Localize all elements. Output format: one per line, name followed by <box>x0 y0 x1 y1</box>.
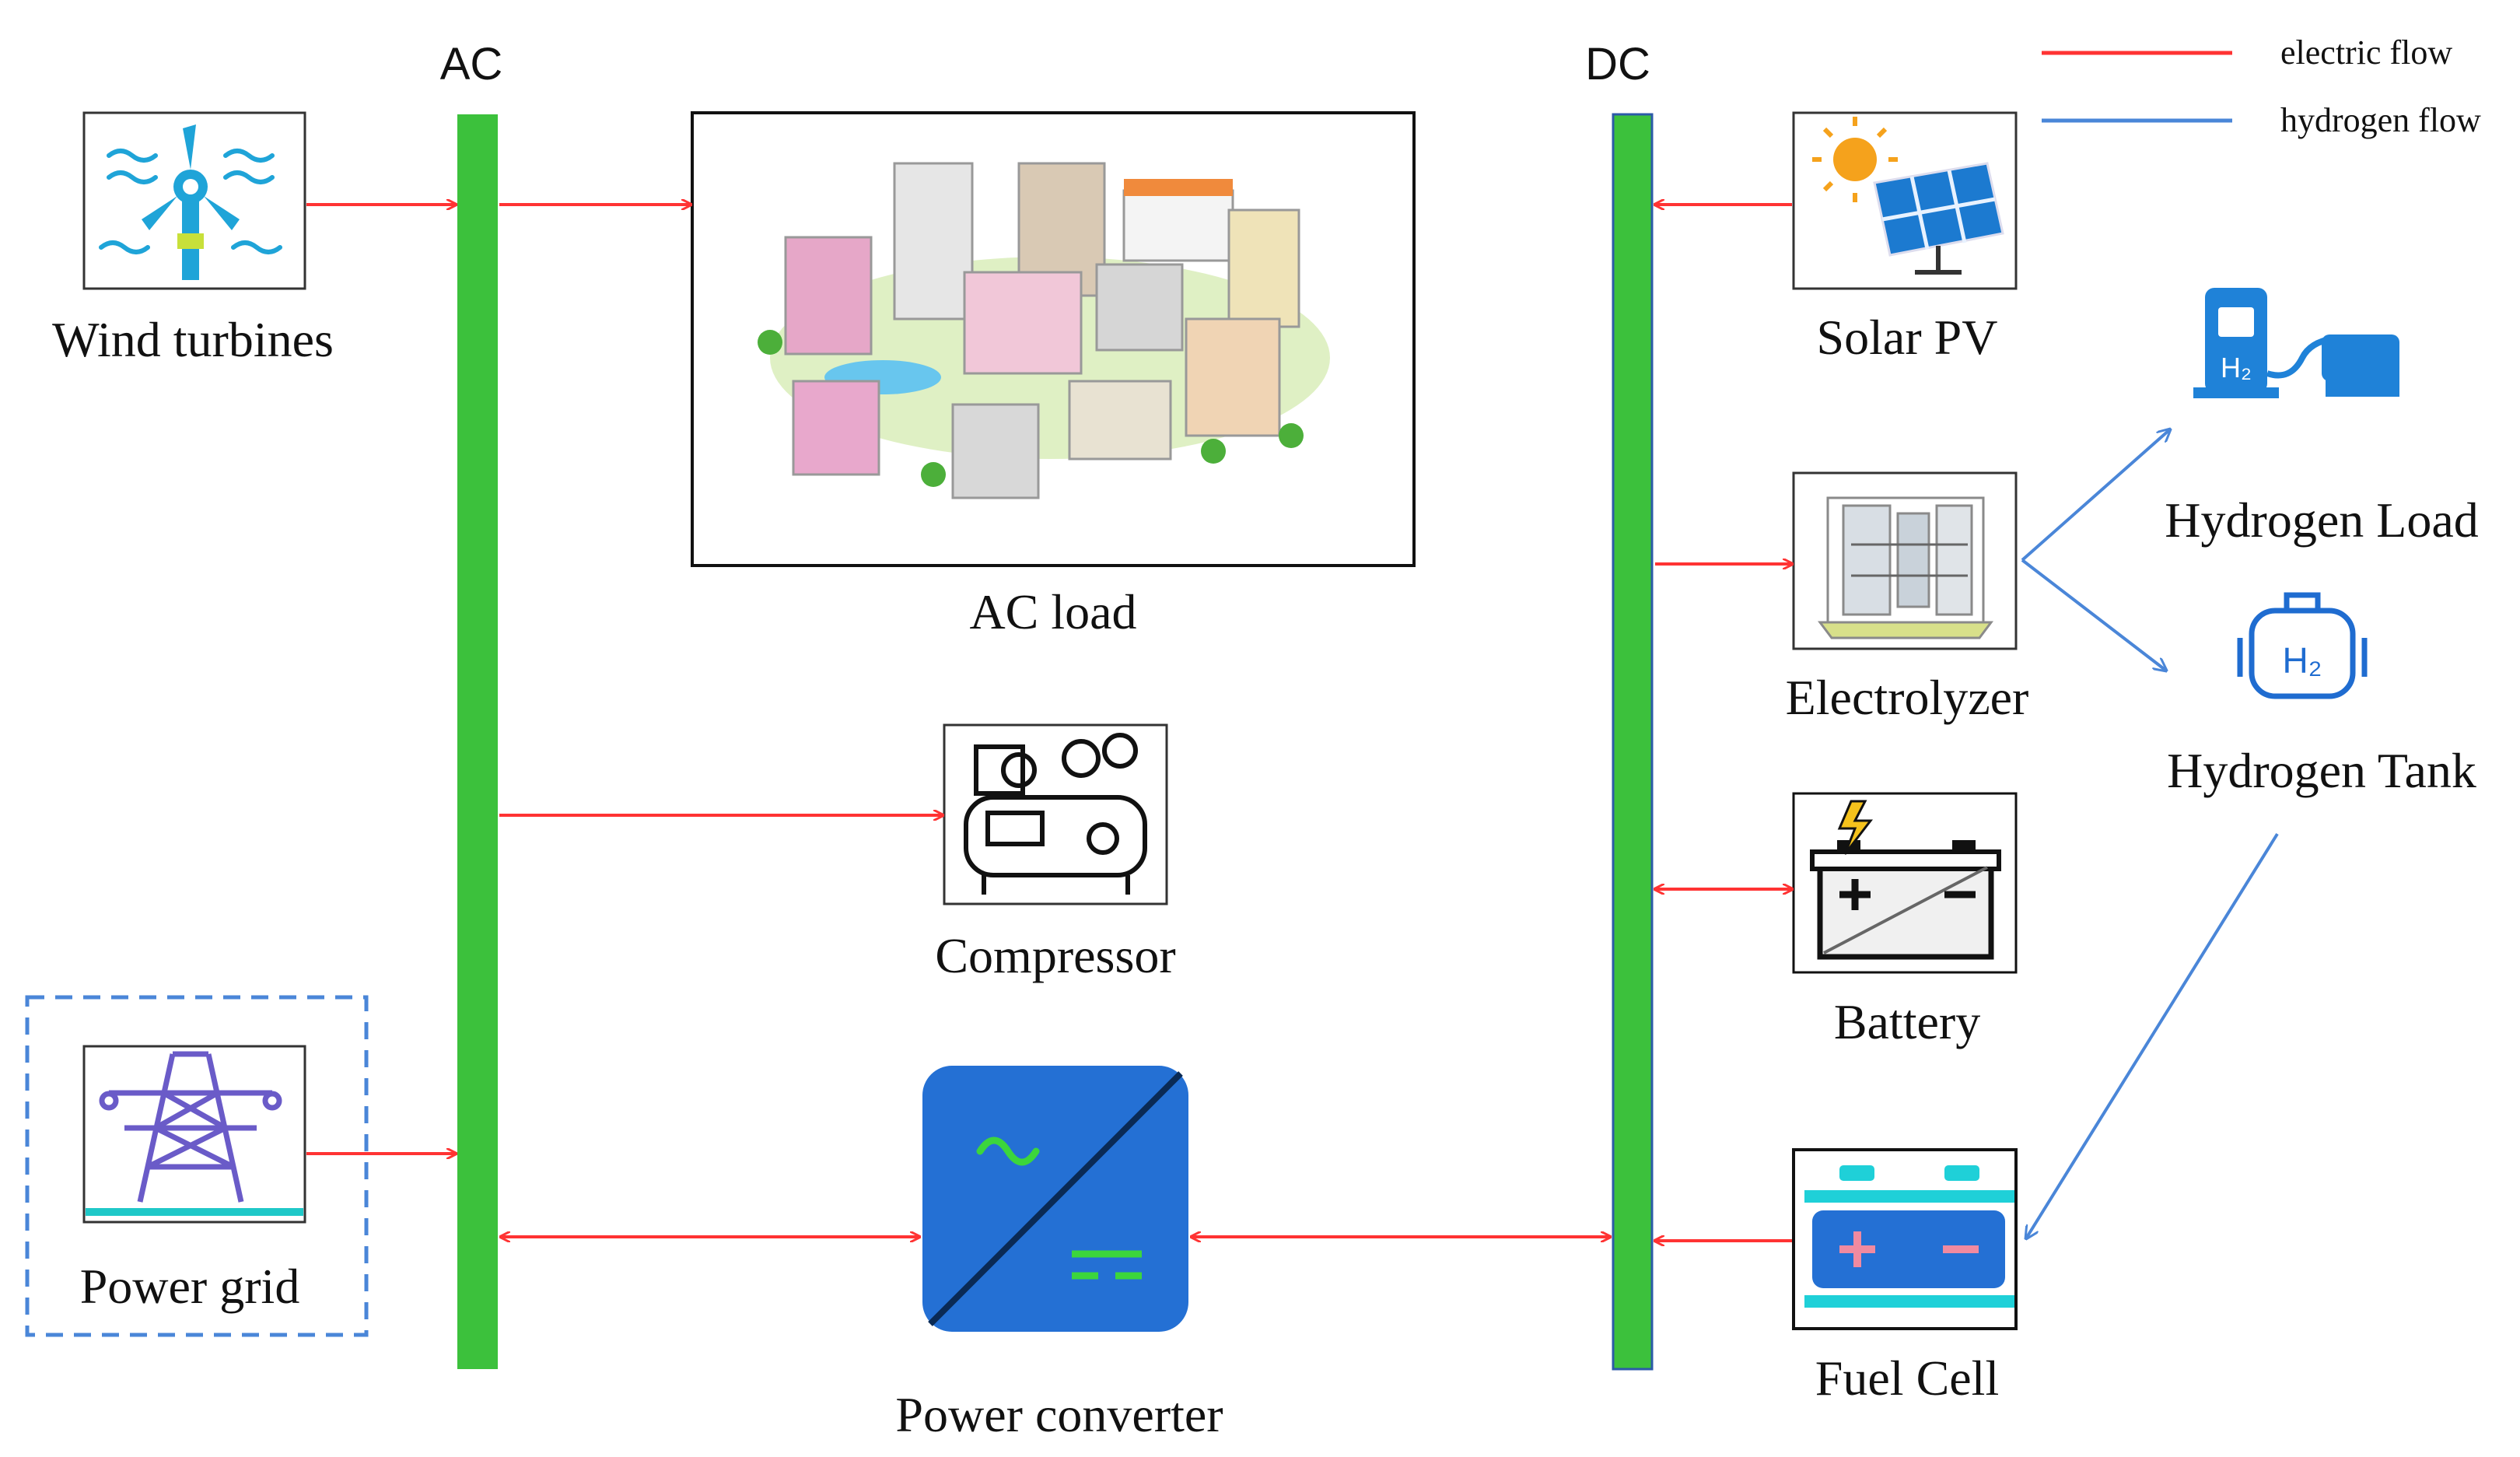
svg-text:H₂: H₂ <box>2221 352 2252 384</box>
compressor-node: Compressor <box>935 723 1176 983</box>
battery-label: Battery <box>1834 994 1980 1049</box>
ac-bus-label: AC <box>440 39 503 89</box>
legend-hydrogen-label: hydrogen flow <box>2280 101 2481 139</box>
legend-electric-label: electric flow <box>2280 33 2452 72</box>
dc-bus <box>1612 113 1654 1371</box>
ac-load-node: AC load <box>691 111 1416 639</box>
battery-icon <box>1810 800 2001 960</box>
compressor-label: Compressor <box>935 928 1175 983</box>
electrolyzer-label: Electrolyzer <box>1786 670 2029 725</box>
solar-panel-icon <box>1812 117 2004 275</box>
hydrogen-load-node: H₂ Hydrogen Load <box>2165 288 2479 548</box>
electrolyzer-to-hydrogen-load-arrow <box>2021 429 2170 562</box>
hydrogen-station-icon: H₂ <box>2193 288 2399 398</box>
electrolyzer-to-hydrogen-tank-arrow <box>2021 559 2166 671</box>
electrolyzer-icon <box>1818 496 1993 639</box>
solar-pv-label: Solar PV <box>1817 310 1998 365</box>
hydrogen-load-label: Hydrogen Load <box>2165 492 2478 548</box>
power-converter-label: Power converter <box>895 1387 1223 1442</box>
svg-text:H₂: H₂ <box>2282 640 2322 681</box>
city-buildings-icon <box>758 162 1330 499</box>
solar-pv-node: Solar PV <box>1792 111 2018 365</box>
hydrogen-tank-to-fuel-cell-arrow <box>2026 832 2279 1238</box>
hydrogen-tank-label: Hydrogen Tank <box>2167 743 2476 798</box>
fuel-cell-icon <box>1804 1165 2014 1308</box>
wind-turbines-label: Wind turbines <box>52 312 334 367</box>
legend: electric flow hydrogen flow <box>2042 33 2481 139</box>
dc-bus-label: DC <box>1585 39 1650 89</box>
wind-turbines-node: Wind turbines <box>52 111 334 367</box>
ac-load-label: AC load <box>969 584 1136 639</box>
compressor-icon <box>964 733 1147 895</box>
battery-node: Battery <box>1792 792 2018 1049</box>
power-converter-node: Power converter <box>895 1066 1223 1442</box>
hydrogen-tank-node: H₂ Hydrogen Tank <box>2167 592 2476 798</box>
fuel-cell-node: Fuel Cell <box>1792 1148 2018 1406</box>
transmission-tower-icon <box>86 1051 303 1216</box>
power-grid-label: Power grid <box>80 1259 300 1314</box>
ac-bus <box>457 114 498 1369</box>
fuel-cell-label: Fuel Cell <box>1815 1350 1999 1406</box>
power-grid-node: Power grid <box>25 995 369 1337</box>
electrolyzer-node: Electrolyzer <box>1786 471 2029 725</box>
wind-turbine-icon <box>99 124 282 280</box>
hydrogen-tank-icon: H₂ <box>2237 592 2368 699</box>
